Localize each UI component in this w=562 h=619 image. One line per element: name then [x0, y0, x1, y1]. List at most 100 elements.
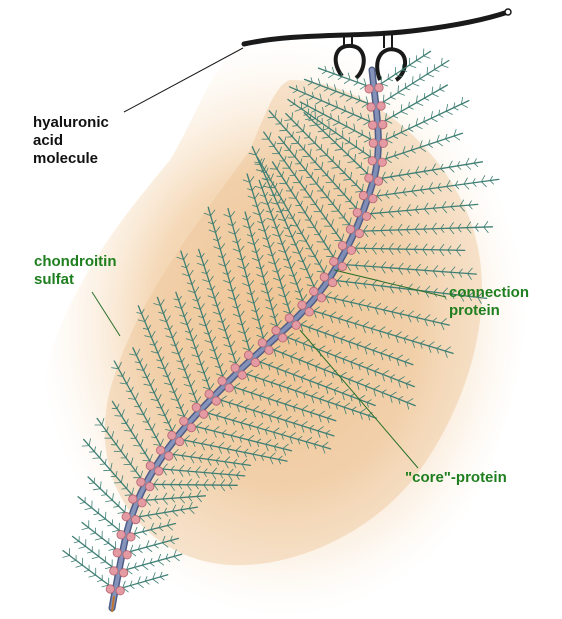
connection-protein-bead — [367, 103, 375, 111]
connection-protein-bead — [238, 371, 246, 379]
connection-protein-bead — [272, 326, 280, 334]
connection-protein-bead — [110, 567, 118, 575]
connection-protein-bead — [129, 495, 137, 503]
connection-protein-bead — [285, 314, 293, 322]
chain-bristle — [63, 556, 70, 558]
chain-bristle — [427, 74, 434, 77]
chain-bristle — [326, 256, 333, 257]
connection-protein-bead — [192, 403, 200, 411]
label-connection-line2: protein — [449, 302, 529, 320]
chain-bristle — [71, 560, 76, 561]
chain-bristle — [317, 242, 324, 243]
connection-protein-bead — [365, 85, 373, 93]
chain-bristle — [82, 446, 89, 447]
label-chondroitin-sulfat: chondroitin sulfat — [34, 253, 117, 289]
chain-bristle — [279, 203, 284, 204]
connection-protein-bead — [328, 278, 336, 286]
connection-protein-bead — [279, 334, 287, 342]
connection-protein-bead — [338, 262, 346, 270]
connection-protein-bead — [305, 308, 313, 316]
connection-protein-bead — [156, 446, 164, 454]
connection-protein-bead — [168, 431, 176, 439]
chain-bristle — [104, 470, 111, 471]
chain-bristle — [134, 446, 141, 447]
connection-protein-bead — [205, 390, 213, 398]
connection-protein-bead — [320, 273, 328, 281]
chain-bristle — [416, 61, 421, 63]
connection-protein-bead — [379, 120, 387, 128]
connection-protein-bead — [212, 397, 220, 405]
connection-protein-bead — [146, 482, 154, 490]
label-connection-protein: connection protein — [449, 284, 529, 320]
connection-protein-bead — [132, 515, 140, 523]
chain-bristle — [122, 423, 127, 424]
chain-bristle — [76, 565, 83, 567]
label-core-line1: "core"-protein — [405, 469, 507, 487]
connection-protein-bead — [298, 301, 306, 309]
connection-protein-bead — [146, 462, 154, 470]
connection-protein-bead — [317, 294, 325, 302]
chain-bristle — [89, 575, 96, 577]
label-core-protein: "core"-protein — [405, 469, 507, 487]
connection-protein-bead — [117, 531, 125, 539]
connection-protein-bead — [355, 229, 363, 237]
connection-protein-bead — [122, 512, 130, 520]
connection-protein-bead — [187, 423, 195, 431]
label-chondroitin-line2: sulfat — [34, 271, 117, 289]
connection-protein-bead — [378, 158, 386, 166]
connection-protein-bead — [119, 569, 127, 577]
connection-protein-bead — [379, 139, 387, 147]
label-hyaluronic-line1: hyaluronic — [33, 114, 109, 132]
connection-protein-bead — [138, 499, 146, 507]
chain-bristle — [409, 65, 416, 67]
chain-bristle — [322, 176, 327, 177]
connection-protein-bead — [127, 533, 135, 541]
connection-protein-bead — [200, 410, 208, 418]
connection-protein-bead — [155, 467, 163, 475]
connection-protein-bead — [353, 208, 361, 216]
connection-protein-bead — [292, 321, 300, 329]
connection-protein-bead — [165, 452, 173, 460]
chain-bristle — [434, 70, 439, 72]
connection-protein-bead — [369, 195, 377, 203]
connection-protein-bead — [258, 339, 266, 347]
connection-protein-bead — [180, 417, 188, 425]
label-connection-line1: connection — [449, 284, 529, 302]
chain-bristle — [383, 95, 384, 102]
connection-protein-bead — [362, 212, 370, 220]
connection-protein-bead — [369, 121, 377, 129]
chain-bristle — [298, 213, 305, 214]
connection-protein-bead — [106, 585, 114, 593]
chain-bristle — [413, 77, 414, 84]
label-hyaluronic-line3: molecule — [33, 150, 109, 168]
chain-bristle — [280, 183, 287, 184]
connection-protein-bead — [365, 174, 373, 182]
connection-protein-bead — [359, 191, 367, 199]
connection-protein-bead — [346, 225, 354, 233]
chain-bristle — [308, 227, 315, 228]
connection-protein-bead — [377, 102, 385, 110]
chain-bristle — [442, 65, 449, 67]
connection-protein-bead — [330, 257, 338, 265]
chain-bristle — [97, 580, 102, 581]
connection-protein-bead — [374, 177, 382, 185]
connection-protein-bead — [231, 364, 239, 372]
label-chondroitin-line1: chondroitin — [34, 253, 117, 271]
chain-bristle — [114, 483, 121, 484]
connection-protein-bead — [265, 346, 273, 354]
connection-protein-bead — [244, 351, 252, 359]
connection-protein-bead — [369, 139, 377, 147]
connection-protein-bead — [310, 287, 318, 295]
label-hyaluronic-line2: acid — [33, 132, 109, 150]
chain-bristle — [93, 458, 100, 459]
connection-protein-bead — [113, 549, 121, 557]
connection-protein-bead — [176, 437, 184, 445]
chain-bristle — [423, 56, 430, 58]
connection-protein-bead — [368, 157, 376, 165]
label-hyaluronic-acid-molecule: hyaluronic acid molecule — [33, 114, 109, 168]
chain-bristle — [270, 169, 277, 170]
connection-protein-bead — [375, 84, 383, 92]
connection-protein-bead — [225, 384, 233, 392]
chain-bristle — [289, 198, 296, 199]
chain-bristle — [299, 150, 304, 151]
